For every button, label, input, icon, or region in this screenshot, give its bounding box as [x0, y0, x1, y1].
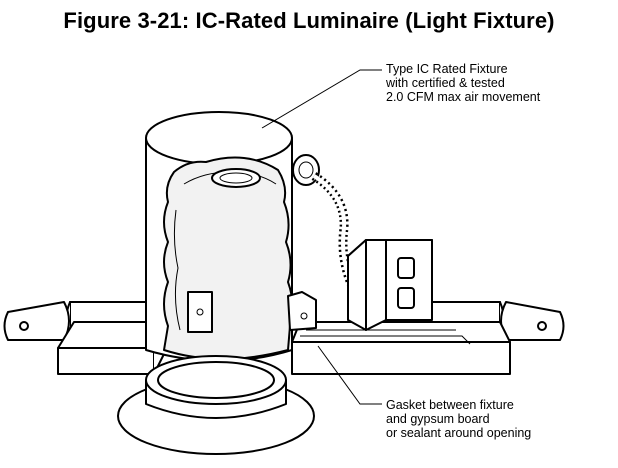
- knockout-lower: [397, 287, 415, 309]
- spring-clip-right: [287, 291, 317, 331]
- callout-fixture-line-1: Type IC Rated Fixture: [386, 62, 508, 76]
- right-bar-hole: [537, 321, 547, 331]
- housing-cutaway: [163, 156, 317, 360]
- flexible-conduit: [311, 172, 357, 288]
- callout-gasket: Gasket between fixture and gypsum board …: [386, 398, 531, 440]
- trim-ring: [117, 355, 315, 455]
- knockout-upper: [397, 257, 415, 279]
- left-bar-hole: [19, 321, 29, 331]
- wire-connector: [292, 154, 320, 186]
- lamp-socket: [211, 168, 261, 188]
- leader-line-fixture: [261, 69, 382, 129]
- leader-line-gasket: [317, 345, 382, 405]
- housing-top: [145, 111, 293, 165]
- callout-gasket-line-3: or sealant around opening: [386, 426, 532, 440]
- callout-fixture-line-2: with certified & tested: [386, 76, 505, 90]
- callout-fixture-line-3: 2.0 CFM max air movement: [386, 90, 541, 104]
- right-base-plate: [291, 321, 511, 375]
- callout-gasket-line-1: Gasket between fixture: [386, 398, 514, 412]
- callout-gasket-line-2: and gypsum board: [386, 412, 490, 426]
- figure-title: Figure 3-21: IC-Rated Luminaire (Light F…: [63, 8, 555, 33]
- spring-clip-left: [187, 291, 213, 333]
- callout-fixture: Type IC Rated Fixture with certified & t…: [386, 62, 540, 104]
- junction-box: [347, 239, 433, 331]
